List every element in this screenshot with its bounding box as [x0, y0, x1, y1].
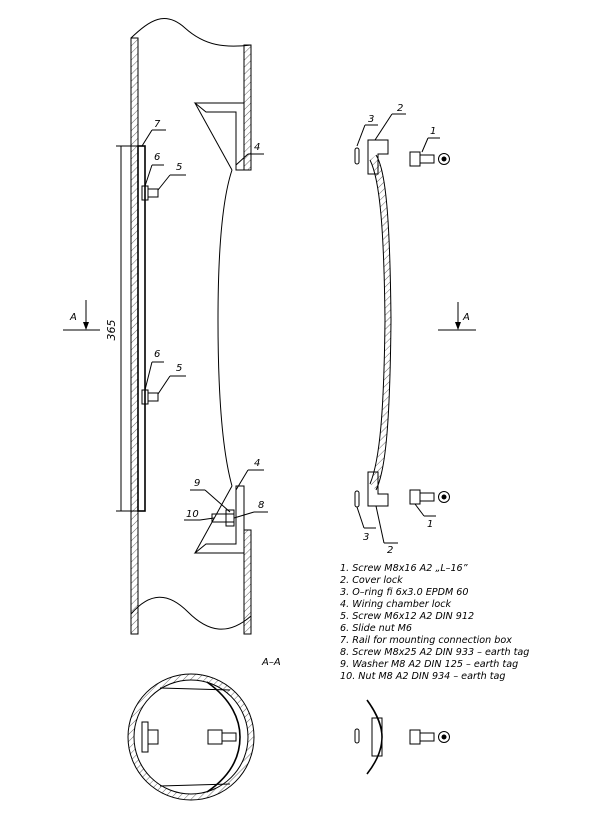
section-o-ring — [354, 728, 360, 744]
section-cover-arc — [206, 681, 241, 793]
parts-list-item-9: 9. Washer M8 A2 DIN 125 – earth tag — [340, 659, 518, 670]
screw-head-bottom — [438, 491, 450, 503]
parts-list-item-8: 8. Screw M8x25 A2 DIN 933 – earth tag — [340, 647, 529, 658]
parts-list-item-7: 7. Rail for mounting connection box — [340, 635, 512, 646]
callout-8: 8 — [258, 500, 264, 511]
section-mark-right: A — [462, 312, 470, 323]
callout-9: 9 — [194, 478, 200, 489]
upper-chamber-lock — [193, 102, 245, 171]
pole-right-wall-upper — [243, 44, 252, 171]
section-arrowhead-right — [455, 322, 461, 330]
lower-chamber-wedge — [194, 485, 233, 554]
section-mark-left: A — [69, 312, 77, 323]
pole-section-inner — [133, 679, 249, 795]
section-aa-view — [127, 673, 255, 801]
section-screw-head — [438, 731, 450, 743]
callout-3-lower: 3 — [363, 532, 369, 543]
section-nut — [147, 729, 159, 745]
section-cover-chord-top — [159, 687, 231, 691]
pole-section-wall — [128, 674, 254, 800]
parts-list-item-10: 10. Nut M8 A2 DIN 934 – earth tag — [340, 671, 506, 682]
screw-side-bottom — [409, 489, 435, 505]
screw-side-top — [409, 151, 435, 167]
parts-list-item-3: 3. O–ring fi 6x3.0 EPDM 60 — [340, 587, 469, 598]
pole-elevation-view: 365 A 7 6 5 6 5 4 4 9 10 8 — [63, 18, 268, 635]
pole-bottom-break — [130, 596, 252, 630]
callout-1-upper: 1 — [430, 126, 436, 137]
section-cover-inner — [371, 717, 383, 757]
section-cover-chord-bottom — [159, 783, 231, 787]
cover-lock-top — [367, 139, 389, 175]
parts-list-item-4: 4. Wiring chamber lock — [340, 599, 452, 610]
section-screw-side — [409, 729, 435, 745]
dimension-365: 365 — [105, 320, 118, 341]
mounting-rail — [137, 145, 146, 512]
door-cover-outline — [217, 169, 233, 487]
callout-7: 7 — [154, 119, 161, 130]
callout-2-upper: 2 — [397, 103, 403, 114]
callout-5-lower: 5 — [176, 363, 182, 374]
section-rail — [141, 721, 149, 753]
section-screw — [207, 729, 223, 745]
callout-6-upper: 6 — [154, 152, 160, 163]
cover-shell — [370, 155, 391, 490]
section-arrowhead-left — [83, 322, 89, 330]
section-cover-shell — [366, 699, 383, 775]
parts-list-item-6: 6. Slide nut M6 — [340, 623, 412, 634]
pole-top-break — [130, 18, 252, 47]
callout-3-upper: 3 — [368, 114, 374, 125]
callout-4-lower: 4 — [254, 458, 260, 469]
cover-lock-bottom — [367, 471, 389, 507]
parts-list-item-2: 2. Cover lock — [340, 575, 403, 586]
upper-chamber-wedge — [194, 102, 233, 171]
callout-10: 10 — [186, 509, 199, 520]
callout-4-upper: 4 — [254, 142, 260, 153]
parts-list: 1. Screw M8x16 A2 „L–16” 2. Cover lock 3… — [340, 563, 529, 682]
section-cover-view — [354, 699, 450, 775]
pole-right-wall-lower — [243, 529, 252, 635]
parts-list-item-5: 5. Screw M6x12 A2 DIN 912 — [340, 611, 474, 622]
callout-2-lower: 2 — [387, 545, 393, 556]
callout-1-lower: 1 — [427, 519, 433, 530]
earth-screw — [211, 513, 235, 523]
section-title: A–A — [261, 657, 281, 668]
o-ring-top — [354, 147, 360, 165]
earth-nut — [225, 509, 235, 527]
callout-6-lower: 6 — [154, 349, 160, 360]
section-screw-shank — [221, 732, 237, 742]
pole-left-wall — [130, 37, 139, 635]
callout-5-upper: 5 — [176, 162, 182, 173]
o-ring-bottom — [354, 490, 360, 508]
screw-head-top — [438, 153, 450, 165]
cover-side-view: A 3 2 1 1 3 2 — [354, 103, 476, 556]
parts-list-item-1: 1. Screw M8x16 A2 „L–16” — [340, 563, 469, 574]
